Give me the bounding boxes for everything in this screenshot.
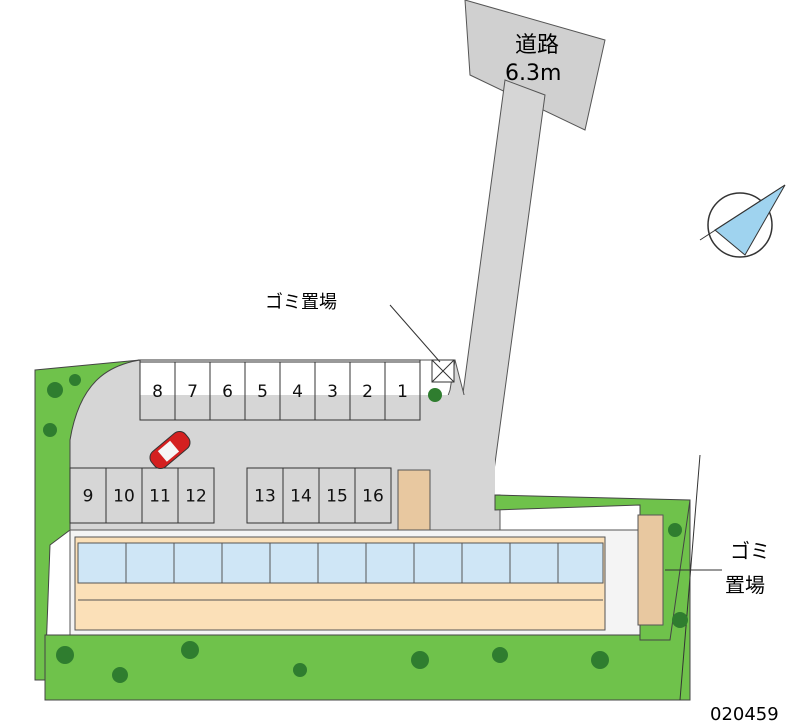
parking-slot-number: 4 (292, 382, 303, 402)
parking-slot-number: 16 (362, 487, 384, 507)
garbage-area-right (637, 514, 664, 626)
parking-slot (354, 467, 392, 524)
parking-slot-number: 14 (290, 487, 312, 507)
parking-slot-number: 2 (362, 382, 373, 402)
stair-area (397, 469, 431, 531)
parking-slot (177, 467, 215, 524)
parking-slot-number: 7 (187, 382, 198, 402)
road-area (464, 0, 606, 131)
road-width: 6.3m (505, 61, 561, 86)
parking-slot-number: 9 (83, 487, 94, 507)
garbage-label-right-2: 置場 (725, 573, 765, 597)
parking-slot (384, 361, 421, 421)
car-icon (149, 430, 191, 470)
parking-slot-number: 12 (185, 487, 207, 507)
parking-slot-number: 3 (327, 382, 338, 402)
green-left (34, 359, 141, 681)
green-bottom (44, 499, 691, 701)
parking-slot-number: 5 (257, 382, 268, 402)
parking-slot-number: 10 (113, 487, 135, 507)
parking-slot-number: 1 (397, 382, 408, 402)
garbage-label-top: ゴミ置場 (265, 292, 337, 313)
compass-icon (699, 184, 786, 258)
property-code: 020459 (710, 704, 779, 725)
parking-slot-number: 8 (152, 382, 163, 402)
tree-icon (43, 374, 688, 683)
parking-slot-number: 13 (254, 487, 276, 507)
lot-curve (70, 360, 140, 440)
building-units (77, 542, 604, 601)
garbage-label-right-1: ゴミ (730, 539, 770, 563)
parking-slot-number: 15 (326, 487, 348, 507)
road-name: 道路 (515, 33, 559, 58)
parking-slot-number: 6 (222, 382, 233, 402)
parking-slot-number: 11 (149, 487, 171, 507)
